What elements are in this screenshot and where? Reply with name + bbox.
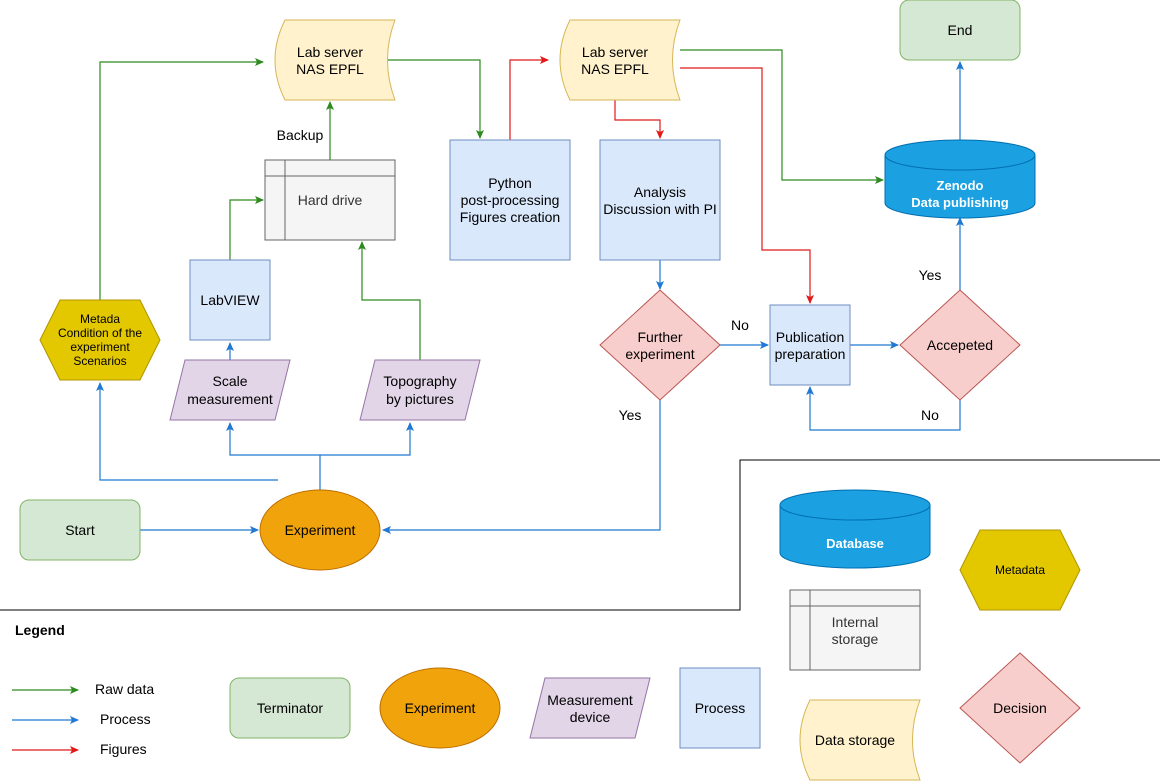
metadata-node[interactable]: Metada Condition of the experiment Scena… (39, 299, 161, 381)
no-accepted-label: No (921, 407, 939, 423)
edge-experiment-topography (320, 422, 414, 456)
end-terminator[interactable]: End (899, 0, 1021, 61)
analysis-line-1: Analysis (634, 184, 686, 200)
accepted-decision[interactable]: Accepeted (899, 289, 1021, 401)
legend-raw-data: Raw data (12, 681, 154, 697)
edge-experiment-metadata (96, 382, 278, 481)
legend-divider (0, 459, 1160, 611)
experiment-label: Experiment (285, 522, 356, 538)
lab-server-1-node[interactable]: Lab server NAS EPFL (274, 19, 396, 101)
no-further-label: No (731, 317, 749, 333)
lab-server-1-line-1: Lab server (297, 44, 363, 60)
backup-label: Backup (277, 127, 324, 143)
metadata-line-1: Metada (80, 312, 120, 326)
publication-process[interactable]: Publication preparation (769, 304, 851, 386)
edge-python-labserver2 (509, 56, 549, 140)
lab-server-2-line-2: NAS EPFL (581, 61, 649, 77)
topography-line-1: Topography (383, 373, 456, 389)
further-experiment-decision[interactable]: Further experiment (599, 289, 721, 401)
edge-accepted-publication-no (806, 386, 961, 431)
legend-process-label: Process (695, 700, 746, 716)
hard-drive-node[interactable]: Hard drive (264, 159, 396, 241)
legend-data-storage-label: Data storage (815, 732, 895, 748)
legend-metadata: Metadata (959, 529, 1081, 611)
metadata-line-2: Condition of the (58, 326, 142, 340)
python-line-2: post-processing (461, 192, 560, 208)
analysis-process[interactable]: Analysis Discussion with PI (599, 139, 721, 261)
legend-data-storage: Data storage (799, 699, 921, 781)
scale-line-1: Scale (212, 373, 247, 389)
legend-experiment-label: Experiment (405, 700, 476, 716)
edge-labserver2-publication (680, 67, 814, 304)
zenodo-database[interactable]: Zenodo Data publishing (884, 139, 1036, 219)
further-line-2: experiment (625, 346, 694, 362)
hard-drive-label: Hard drive (298, 192, 363, 208)
legend-measurement-line-1: Measurement (547, 692, 633, 708)
legend-measurement: Measurement device (529, 677, 651, 739)
legend-database-label: Database (826, 536, 884, 551)
legend-metadata-label: Metadata (995, 563, 1045, 577)
legend-measurement-line-2: device (570, 709, 611, 725)
publication-line-2: preparation (775, 346, 846, 362)
legend-terminator-label: Terminator (257, 700, 323, 716)
lab-server-1-line-2: NAS EPFL (296, 61, 364, 77)
accepted-label: Accepeted (927, 337, 993, 353)
legend-experiment: Experiment (379, 667, 501, 749)
legend-internal-line-2: storage (832, 631, 879, 647)
legend-database: Database (779, 489, 931, 569)
zenodo-line-2: Data publishing (911, 195, 1009, 210)
edge-topography-harddrive (358, 241, 421, 360)
topography-node[interactable]: Topography by pictures (359, 359, 481, 421)
publication-line-1: Publication (776, 329, 845, 345)
legend-internal-storage: Internal storage (789, 589, 921, 671)
edge-experiment-scale (226, 422, 321, 490)
legend-decision-label: Decision (993, 700, 1047, 716)
legend-figures-label: Figures (100, 741, 147, 757)
labview-process[interactable]: LabVIEW (189, 259, 271, 341)
scale-line-2: measurement (187, 391, 273, 407)
legend-title: Legend (15, 622, 65, 638)
legend-decision: Decision (959, 652, 1081, 764)
further-line-1: Further (637, 329, 682, 345)
legend-process: Process (679, 667, 761, 749)
zenodo-line-1: Zenodo (937, 178, 984, 193)
python-line-3: Figures creation (460, 209, 560, 225)
legend-figures: Figures (12, 741, 147, 757)
topography-line-2: by pictures (386, 391, 454, 407)
edge-further-experiment-yes (382, 400, 661, 534)
python-line-1: Python (488, 175, 532, 191)
python-process[interactable]: Python post-processing Figures creation (449, 139, 571, 261)
experiment-node[interactable]: Experiment (259, 489, 381, 571)
start-label: Start (65, 522, 95, 538)
yes-further-label: Yes (619, 407, 642, 423)
edge-labserver1-python (380, 59, 484, 139)
lab-server-2-node[interactable]: Lab server NAS EPFL (559, 19, 681, 101)
legend-process-line-label: Process (100, 711, 151, 727)
legend-process-line: Process (12, 711, 151, 727)
labview-label: LabVIEW (200, 292, 260, 308)
edge-labserver2-zenodo (680, 49, 884, 184)
legend-internal-line-1: Internal (832, 614, 879, 630)
legend-terminator: Terminator (229, 677, 351, 739)
metadata-line-4: Scenarios (73, 354, 126, 368)
edge-metadata-labserver1 (99, 58, 264, 300)
edges (96, 49, 964, 534)
analysis-line-2: Discussion with PI (603, 201, 717, 217)
metadata-line-3: experiment (70, 340, 130, 354)
edge-labview-harddrive (229, 196, 264, 260)
yes-accepted-label: Yes (919, 267, 942, 283)
end-label: End (948, 22, 973, 38)
start-terminator[interactable]: Start (19, 499, 141, 561)
lab-server-2-line-1: Lab server (582, 44, 648, 60)
legend-raw-data-label: Raw data (95, 681, 154, 697)
scale-measurement-node[interactable]: Scale measurement (169, 359, 291, 421)
edge-labserver2-analysis (614, 100, 664, 139)
